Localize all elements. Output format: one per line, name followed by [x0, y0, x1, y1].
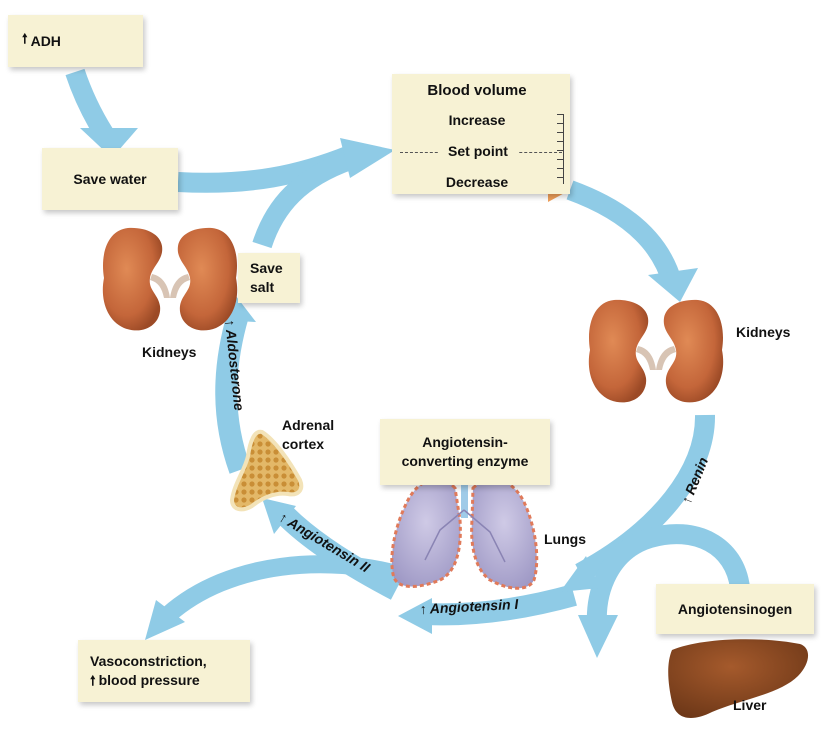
- arrow-angiotensin-2: [277, 507, 402, 600]
- arrowhead-angiotensinogen: [578, 615, 618, 658]
- arrowhead-kidneys: [648, 268, 698, 302]
- arrowhead-blood-volume: [340, 138, 395, 178]
- ace-line1: Angiotensin-: [422, 434, 508, 450]
- ace-box: Angiotensin- converting enzyme: [380, 419, 550, 485]
- liver-label: Liver: [733, 697, 767, 713]
- arrowhead-renin: [560, 556, 600, 592]
- up-arrow-icon: 🠕: [90, 673, 96, 688]
- kidneys-right-label: Kidneys: [736, 324, 791, 340]
- arrowhead-angiotensin-2: [262, 498, 296, 534]
- adrenal-line2: cortex: [282, 436, 325, 452]
- save-salt-box: Save salt: [238, 253, 300, 303]
- arrow-save-salt-to-blood-volume: [252, 150, 354, 249]
- arrow-adh-to-save-water: [65, 68, 114, 141]
- vaso-line1: Vasoconstriction,: [90, 653, 207, 669]
- arrowhead-vasoconstriction: [145, 600, 185, 640]
- up-arrow-icon: 🠕: [22, 31, 28, 46]
- arrow-to-vasoconstriction: [162, 555, 403, 622]
- lungs-icon: [390, 468, 539, 590]
- adh-label: ADH: [30, 33, 61, 49]
- liver-icon: [668, 639, 809, 718]
- arrow-network: [65, 68, 750, 626]
- save-salt-line2: salt: [250, 279, 275, 295]
- arrowhead-save-water: [80, 128, 138, 158]
- kidney-icon: [588, 299, 656, 403]
- kidney-icon: [102, 227, 170, 331]
- angiotensin-1-label: ↑Angiotensin I: [419, 596, 519, 617]
- blood-volume-decrease: Decrease: [445, 174, 509, 190]
- adrenal-line1: Adrenal: [282, 417, 335, 433]
- arrow-angiotensin-1: [424, 584, 577, 626]
- vasoconstriction-box: Vasoconstriction, 🠕blood pressure: [78, 640, 250, 702]
- adh-box: 🠕 ADH: [8, 15, 143, 67]
- arrowheads: [80, 128, 698, 658]
- adrenal-gland-icon: [229, 429, 304, 512]
- arrow-aldosterone: [215, 311, 251, 474]
- arrowhead-angiotensin-1: [398, 598, 432, 634]
- blood-volume-set-point: Set point: [438, 143, 518, 159]
- save-water-label: Save water: [73, 171, 147, 187]
- kidneys-left-label: Kidneys: [142, 344, 197, 360]
- ace-line2: converting enzyme: [401, 453, 529, 469]
- arrow-blood-volume-to-kidneys: [566, 180, 682, 286]
- arrow-angiotensinogen: [586, 524, 750, 626]
- blood-volume-box: Blood volume Increase Set point Decrease: [392, 74, 570, 194]
- angiotensinogen-box: Angiotensinogen: [656, 584, 814, 634]
- kidney-icon: [656, 299, 724, 403]
- arrowhead-aldosterone: [222, 296, 256, 322]
- save-water-box: Save water: [42, 148, 178, 210]
- angiotensinogen-label: Angiotensinogen: [677, 601, 793, 617]
- blood-volume-title: Blood volume: [427, 82, 527, 99]
- adrenal-cortex-label: Adrenal cortex: [282, 416, 334, 454]
- save-salt-line1: Save: [250, 260, 283, 276]
- blood-volume-increase: Increase: [448, 112, 506, 128]
- vaso-line2: blood pressure: [98, 672, 200, 688]
- scale-ticks: [557, 114, 564, 184]
- lungs-label: Lungs: [544, 531, 586, 547]
- kidney-icon: [170, 227, 238, 331]
